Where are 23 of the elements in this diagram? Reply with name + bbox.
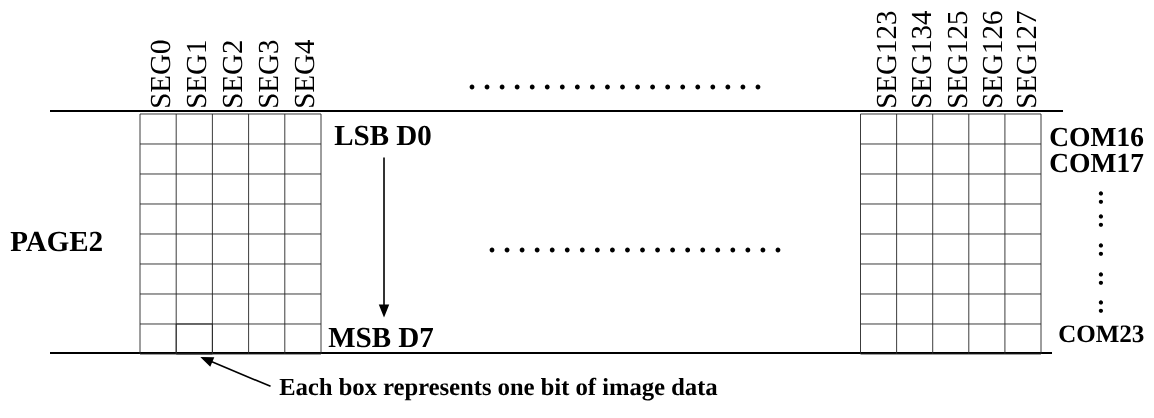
column-label: SEG125 bbox=[947, 11, 968, 107]
column-label: SEG4 bbox=[294, 39, 315, 107]
bit-label: LSB D0 bbox=[334, 125, 431, 146]
column-label: SEG134 bbox=[911, 10, 932, 107]
vertical-ellipsis: : bbox=[1098, 272, 1103, 285]
column-label: SEG126 bbox=[982, 11, 1003, 107]
callout-text: Each box represents one bit of image data bbox=[279, 377, 718, 401]
vertical-ellipsis: : bbox=[1098, 243, 1103, 256]
column-label: SEG3 bbox=[258, 40, 279, 107]
row-label: COM17 bbox=[1050, 153, 1144, 173]
page-label: PAGE2 bbox=[10, 231, 102, 252]
grid-cell bbox=[175, 323, 213, 355]
column-label: SEG127 bbox=[1016, 11, 1037, 107]
vertical-ellipsis: : bbox=[1098, 214, 1103, 227]
row-label: COM16 bbox=[1050, 127, 1144, 147]
column-label: SEG123 bbox=[876, 11, 897, 107]
row-label: COM23 bbox=[1059, 325, 1144, 343]
vertical-ellipsis: : bbox=[1098, 300, 1103, 313]
vertical-ellipsis: : bbox=[1098, 191, 1103, 204]
column-label: SEG0 bbox=[150, 40, 171, 107]
column-label: SEG1 bbox=[186, 41, 207, 107]
column-label: SEG2 bbox=[222, 41, 243, 107]
bit-label: MSB D7 bbox=[328, 327, 433, 348]
